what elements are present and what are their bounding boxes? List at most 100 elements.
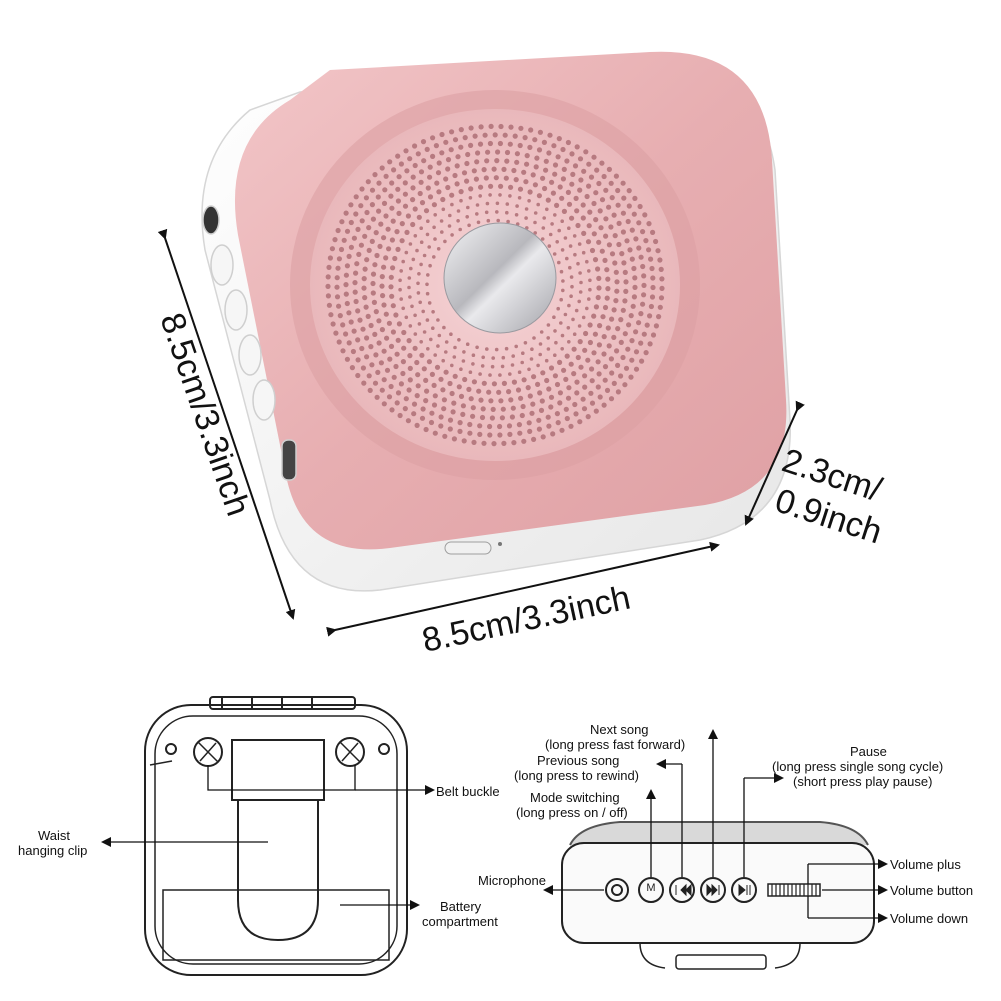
grille-hole <box>596 371 602 377</box>
grille-hole <box>382 187 388 193</box>
grille-hole <box>410 221 416 228</box>
grille-hole <box>387 356 393 362</box>
grille-hole <box>615 389 622 395</box>
volume-plus-label: Volume plus <box>890 857 961 872</box>
grille-hole <box>497 432 503 438</box>
grille-hole <box>643 238 649 244</box>
grille-hole <box>364 354 370 360</box>
grille-hole <box>421 309 426 314</box>
grille-hole <box>504 149 511 156</box>
grille-hole <box>465 151 471 158</box>
grille-hole <box>417 190 423 197</box>
grille-hole <box>575 222 581 229</box>
grille-hole <box>596 285 602 291</box>
speaker-metal-cap <box>443 222 557 334</box>
grille-hole <box>458 144 464 150</box>
grille-hole <box>472 133 478 139</box>
grille-hole <box>356 251 362 257</box>
grille-hole <box>569 215 575 221</box>
grille-hole <box>441 406 447 412</box>
mode-switching-label-line2: (long press on / off) <box>516 805 628 820</box>
grille-hole <box>348 202 354 208</box>
grille-hole <box>431 310 435 314</box>
grille-hole <box>395 390 402 396</box>
grille-hole <box>325 293 331 299</box>
volume-button-label: Volume button <box>890 883 973 898</box>
grille-hole <box>598 225 604 231</box>
grille-hole <box>560 333 565 338</box>
grille-hole <box>583 330 589 337</box>
grille-hole <box>346 310 352 316</box>
grille-hole <box>464 160 470 167</box>
grille-hole <box>614 279 620 285</box>
grille-hole <box>629 357 635 363</box>
grille-hole <box>509 414 515 420</box>
grille-hole <box>369 202 375 208</box>
grille-hole <box>559 269 564 274</box>
grille-hole <box>404 168 410 174</box>
grille-hole <box>536 363 540 368</box>
grille-hole <box>430 135 436 141</box>
grille-hole <box>561 288 565 293</box>
grille-hole <box>570 284 574 289</box>
grille-hole <box>584 193 590 200</box>
grille-hole <box>478 184 484 190</box>
grille-hole <box>581 315 586 320</box>
grille-hole <box>561 166 567 172</box>
grille-hole <box>592 257 599 263</box>
grille-hole <box>419 226 424 230</box>
grille-hole <box>517 142 523 149</box>
grille-hole <box>381 377 387 383</box>
grille-hole <box>561 279 565 283</box>
grille-hole <box>440 387 446 393</box>
grille-hole <box>458 227 463 232</box>
grille-hole <box>582 347 588 353</box>
grille-hole <box>488 373 492 377</box>
grille-hole <box>578 290 583 294</box>
grille-hole <box>388 193 394 199</box>
grille-hole <box>502 132 508 138</box>
grille-hole <box>362 233 368 239</box>
grille-hole <box>437 333 442 338</box>
grille-hole <box>627 247 633 253</box>
grille-hole <box>381 235 387 241</box>
grille-hole <box>581 250 586 255</box>
grille-hole <box>414 393 420 399</box>
grille-hole <box>428 419 435 426</box>
grille-hole <box>577 419 583 425</box>
grille-hole <box>344 228 351 234</box>
grille-hole <box>407 365 413 371</box>
grille-hole <box>425 185 431 191</box>
grille-hole <box>405 418 411 424</box>
grille-hole <box>438 414 444 420</box>
grille-hole <box>365 179 371 185</box>
grille-hole <box>478 397 484 403</box>
grille-hole <box>432 430 438 436</box>
grille-hole <box>488 398 494 404</box>
grille-hole <box>545 414 551 420</box>
grille-hole <box>588 287 592 292</box>
grille-hole <box>552 252 557 256</box>
grille-hole <box>395 186 401 192</box>
grille-hole <box>488 183 494 189</box>
grille-hole <box>529 410 535 416</box>
grille-hole <box>526 420 532 426</box>
grille-hole <box>383 213 389 219</box>
grille-hole <box>351 235 357 241</box>
grille-hole <box>570 171 576 177</box>
grille-hole <box>436 160 442 166</box>
grille-hole <box>638 340 644 346</box>
grille-hole <box>490 364 495 369</box>
grille-hole <box>440 230 444 234</box>
grille-hole <box>384 367 391 373</box>
grille-hole <box>551 143 557 149</box>
grille-hole <box>478 372 482 376</box>
grille-hole <box>639 358 645 364</box>
grille-hole <box>466 386 472 392</box>
grille-hole <box>511 167 517 174</box>
grille-hole <box>426 347 430 351</box>
grille-hole <box>417 272 421 276</box>
grille-hole <box>432 255 436 259</box>
grille-hole <box>503 175 509 181</box>
